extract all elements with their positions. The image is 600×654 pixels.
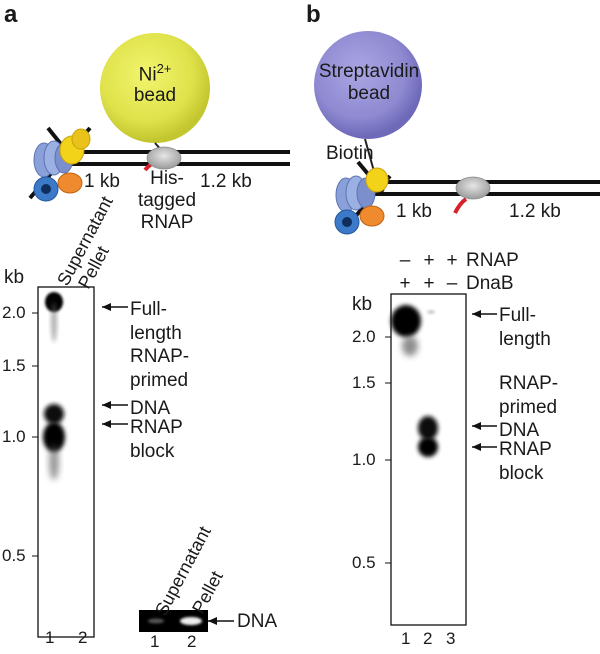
rnap-row-lane-3: + xyxy=(446,250,458,271)
gel-b-annotation-rnap-block: RNAP block xyxy=(499,439,552,484)
rnap-row-label: RNAP xyxy=(466,250,519,271)
inset-lane-number-2: 2 xyxy=(187,632,197,651)
biotin-label: Biotin xyxy=(326,143,374,164)
replisome-a xyxy=(28,126,92,202)
gel-a-frame xyxy=(37,286,95,638)
ni-bead-label-base: Ni xyxy=(138,64,157,86)
gel-a-markers xyxy=(32,312,38,557)
gel-a-annotation-rnap-block: RNAP block xyxy=(130,417,183,462)
gel-b-marker-2.0: 2.0 xyxy=(352,327,376,346)
rnap-row-lane-2: + xyxy=(423,250,435,271)
dnab-row-lane-1: + xyxy=(399,273,411,294)
gel-b-arrows xyxy=(472,310,497,451)
ni-bead-word: bead xyxy=(133,85,177,106)
dna-right-label-b: 1.2 kb xyxy=(509,201,561,222)
streptavidin-bead-label: Streptavidin bead xyxy=(318,61,420,105)
gel-b-lane-number-3: 3 xyxy=(446,629,456,648)
gel-a-lane-number-2: 2 xyxy=(78,628,88,647)
rnap-a xyxy=(146,146,182,170)
gel-a-arrows xyxy=(102,303,128,428)
gel-b-annotation-rnap-primed-dna: RNAP- primed DNA xyxy=(499,373,559,442)
gel-a-marker-2.0: 2.0 xyxy=(2,303,26,322)
rna-primer-b xyxy=(453,197,468,214)
gel-b-markers xyxy=(385,336,391,564)
gel-a-lane-number-1: 1 xyxy=(45,628,55,647)
gel-a-marker-1.0: 1.0 xyxy=(2,427,26,446)
dnab-row-lane-3: – xyxy=(446,273,458,294)
gel-a-annotation-full-length: Full- length RNAP- primed xyxy=(130,299,190,391)
gel-b-marker-0.5: 0.5 xyxy=(352,553,376,572)
panel-a-letter: a xyxy=(4,1,18,28)
dna-left-label-a: 1 kb xyxy=(84,171,120,192)
gel-b-lane-number-1: 1 xyxy=(401,629,411,648)
gel-b-bands xyxy=(391,305,438,457)
ni-bead-label: Ni2+ xyxy=(131,62,179,84)
inset-band-pellet xyxy=(180,617,202,625)
rnap-label-a: His- tagged RNAP xyxy=(137,168,197,234)
inset-lane-number-1: 1 xyxy=(150,632,160,651)
dna-left-label-b: 1 kb xyxy=(396,201,432,222)
ni-bead-label-sup: 2+ xyxy=(156,61,172,76)
panel-b-letter: b xyxy=(306,1,321,28)
rnap-row-lane-1: – xyxy=(399,250,411,271)
ni-bead xyxy=(100,33,210,143)
gel-a-marker-0.5: 0.5 xyxy=(2,546,26,565)
gel-b-marker-1.0: 1.0 xyxy=(352,450,376,469)
rnap-b xyxy=(455,176,491,200)
inset-band-supernatant xyxy=(148,618,164,624)
gel-b-annotation-full-length: Full- length xyxy=(499,305,551,350)
inset-band-label: DNA xyxy=(237,611,278,632)
dna-right-label-a: 1.2 kb xyxy=(200,171,252,192)
gel-a-bands xyxy=(43,292,65,480)
dna-duplex-a xyxy=(68,150,290,166)
dnab-row-lane-2: + xyxy=(423,273,435,294)
replisome-b xyxy=(334,160,392,235)
gel-b-marker-1.5: 1.5 xyxy=(352,373,376,392)
streptavidin-bead xyxy=(314,31,422,139)
gel-b-lane-number-2: 2 xyxy=(423,629,433,648)
gel-a-annotation-dna: DNA xyxy=(130,398,171,419)
gel-a-unit: kb xyxy=(4,267,25,288)
gel-b-unit: kb xyxy=(352,294,373,315)
inset-gel xyxy=(139,610,208,632)
dnab-row-label: DnaB xyxy=(466,273,514,294)
gel-a-marker-1.5: 1.5 xyxy=(2,356,26,375)
